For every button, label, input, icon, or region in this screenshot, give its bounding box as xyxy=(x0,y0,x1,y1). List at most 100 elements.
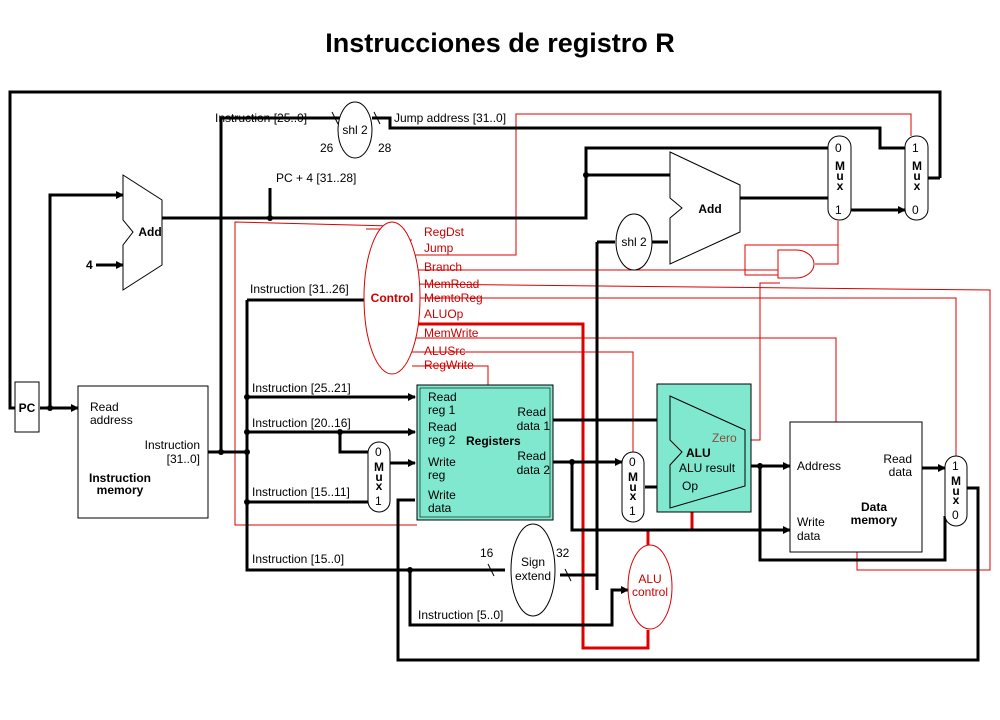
svg-text:memory: memory xyxy=(851,513,898,527)
wire-labels: Instruction [25..0] Jump address [31..0]… xyxy=(215,111,570,622)
signal-memread: MemRead xyxy=(424,277,479,291)
svg-text:Sign: Sign xyxy=(521,555,545,569)
data-memory: Address Read data Write data Data memory xyxy=(789,421,923,553)
signal-memwrite: MemWrite xyxy=(424,326,479,340)
svg-text:Control: Control xyxy=(371,291,414,305)
svg-text:Read: Read xyxy=(517,449,546,463)
svg-text:address: address xyxy=(90,413,133,427)
label-instr-25-21: Instruction [25..21] xyxy=(252,381,351,395)
svg-text:control: control xyxy=(632,585,668,599)
svg-text:shl 2: shl 2 xyxy=(621,235,647,249)
pc-label: PC xyxy=(19,401,36,415)
svg-text:data: data xyxy=(428,501,452,515)
svg-text:Read: Read xyxy=(883,452,912,466)
width-slashes xyxy=(331,111,572,582)
register-file: Read reg 1 Read reg 2 Write reg Write da… xyxy=(416,384,554,521)
svg-text:M: M xyxy=(912,159,922,173)
branch-and-gate xyxy=(777,249,815,279)
svg-text:u: u xyxy=(375,470,382,484)
svg-text:M: M xyxy=(628,470,638,484)
const-four: 4 xyxy=(86,258,93,272)
svg-text:0: 0 xyxy=(952,508,959,522)
svg-text:1: 1 xyxy=(375,494,382,508)
svg-text:0: 0 xyxy=(912,203,919,217)
svg-text:x: x xyxy=(914,179,921,193)
svg-text:Write: Write xyxy=(428,455,456,469)
svg-text:Zero: Zero xyxy=(712,431,737,445)
svg-text:Op: Op xyxy=(682,479,698,493)
svg-text:x: x xyxy=(953,493,960,507)
label-width-26: 26 xyxy=(320,141,334,155)
svg-text:1: 1 xyxy=(629,504,636,518)
control-signal-labels: RegDst Jump Branch MemRead MemtoReg ALUO… xyxy=(424,225,483,372)
jump-mux: 1 M u x 0 xyxy=(904,135,929,221)
label-jump-address: Jump address [31..0] xyxy=(394,111,506,125)
label-instr-5-0: Instruction [5..0] xyxy=(418,608,503,622)
svg-text:u: u xyxy=(952,484,959,498)
svg-text:ALU: ALU xyxy=(686,446,711,460)
svg-text:Data: Data xyxy=(861,500,887,514)
svg-text:Write: Write xyxy=(797,515,825,529)
svg-text:Instruction: Instruction xyxy=(145,438,200,452)
alu-control: ALU control xyxy=(627,544,673,630)
svg-text:M: M xyxy=(951,474,961,488)
svg-text:data: data xyxy=(797,529,821,543)
svg-text:x: x xyxy=(837,179,844,193)
branch-mux: 0 M u x 1 xyxy=(827,135,852,221)
svg-text:1: 1 xyxy=(952,459,959,473)
signal-regwrite: RegWrite xyxy=(424,358,474,372)
label-instr-15-0: Instruction [15..0] xyxy=(252,552,344,566)
svg-text:Read: Read xyxy=(428,420,457,434)
svg-text:M: M xyxy=(374,460,384,474)
signal-aluop: ALUOp xyxy=(424,307,464,321)
svg-text:Read: Read xyxy=(90,400,119,414)
regdst-mux: 0 M u x 1 xyxy=(367,441,391,513)
svg-text:data 2: data 2 xyxy=(517,463,551,477)
control-unit: Control xyxy=(363,221,421,375)
shift-left-branch: shl 2 xyxy=(615,213,653,271)
svg-text:x: x xyxy=(376,479,383,493)
alusrc-mux: 0 M u x 1 xyxy=(621,451,645,523)
svg-text:Address: Address xyxy=(797,459,841,473)
label-pc4: PC + 4 [31..28] xyxy=(276,171,356,185)
signal-alusrc: ALUSrc xyxy=(424,344,465,358)
svg-text:ALU result: ALU result xyxy=(679,461,736,475)
label-width-16: 16 xyxy=(480,546,494,560)
svg-text:M: M xyxy=(835,159,845,173)
svg-text:reg: reg xyxy=(428,468,445,482)
svg-text:0: 0 xyxy=(835,141,842,155)
svg-text:u: u xyxy=(629,480,636,494)
svg-text:Write: Write xyxy=(428,488,456,502)
pc-adder-label: Add xyxy=(138,225,161,239)
shift-left-jump: shl 2 xyxy=(337,101,373,159)
svg-text:shl 2: shl 2 xyxy=(342,123,368,137)
page-title: Instrucciones de registro R xyxy=(325,28,675,58)
instruction-memory: Read address Instruction [31..0] Instruc… xyxy=(77,385,209,519)
signal-regdst: RegDst xyxy=(424,225,465,239)
alu: ALU Zero ALU result Op xyxy=(656,383,752,513)
svg-text:Add: Add xyxy=(698,202,721,216)
memtoreg-mux: 1 M u x 0 xyxy=(944,455,968,527)
label-instr-15-11: Instruction [15..11] xyxy=(252,485,350,499)
branch-adder: Add xyxy=(669,151,741,265)
svg-text:Read: Read xyxy=(517,405,546,419)
svg-text:data 1: data 1 xyxy=(517,419,551,433)
svg-text:x: x xyxy=(630,489,637,503)
svg-text:Registers: Registers xyxy=(466,434,521,448)
svg-text:extend: extend xyxy=(515,569,551,583)
svg-text:reg 1: reg 1 xyxy=(428,403,456,417)
svg-text:data: data xyxy=(889,465,913,479)
svg-text:1: 1 xyxy=(912,141,919,155)
aluop-wire xyxy=(412,322,650,650)
svg-text:[31..0]: [31..0] xyxy=(167,452,200,466)
label-width-28: 28 xyxy=(378,141,392,155)
signal-jump: Jump xyxy=(424,241,454,255)
label-instr-31-26: Instruction [31..26] xyxy=(250,282,349,296)
junction-dots xyxy=(47,172,763,573)
svg-text:u: u xyxy=(836,169,843,183)
datapath-wires xyxy=(8,90,980,662)
svg-text:reg 2: reg 2 xyxy=(428,433,456,447)
pc-register: PC xyxy=(14,381,40,433)
svg-text:0: 0 xyxy=(375,445,382,459)
